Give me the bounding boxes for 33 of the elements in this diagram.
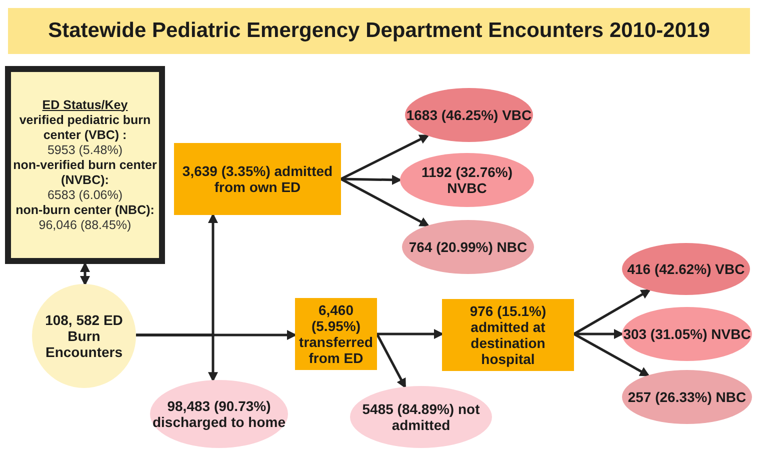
node-label: 3,639 (3.35%) admitted from own ED <box>181 162 334 196</box>
node-label: 6,460 (5.95%) transferred from ED <box>298 302 374 366</box>
key-value: 96,046 (88.45%) <box>38 218 132 232</box>
node-label: 98,483 (90.73%) discharged to home <box>151 398 287 430</box>
key-value: 5953 (5.48%) <box>47 142 123 158</box>
arrow <box>573 289 652 336</box>
arrow <box>80 262 90 286</box>
node-label: 764 (20.99%) NBC <box>408 238 528 256</box>
node-label: 1192 (32.76%) NVBC <box>420 164 514 196</box>
process-box <box>442 299 574 371</box>
node-label: 1683 (46.25%) VBC <box>406 106 532 124</box>
key-label: verified pediatric burn center (VBC) : <box>18 112 152 142</box>
arrow <box>376 333 406 389</box>
key-label: non-burn center (NBC): <box>16 202 154 218</box>
node-label: 257 (26.33%) NBC <box>628 388 746 406</box>
key-label: non-verified burn center (NVBC): <box>12 158 158 188</box>
arrow <box>573 332 650 376</box>
key-box <box>5 66 165 264</box>
arrow <box>340 178 430 227</box>
key-heading: ED Status/Key <box>42 98 128 112</box>
arrow <box>574 329 624 339</box>
arrow <box>136 330 297 340</box>
key-value: 6583 (6.06%) <box>47 188 123 202</box>
arrow <box>377 329 444 339</box>
node-label: 108, 582 ED Burn Encounters <box>44 312 124 360</box>
node-label: 976 (15.1%) admitted at destination hospital <box>468 302 548 368</box>
arrow <box>340 134 430 180</box>
title-banner: Statewide Pediatric Emergency Department Encounters 2010-2019 <box>8 8 750 54</box>
process-box <box>174 143 341 215</box>
node-label: 303 (31.05%) NVBC <box>623 326 751 342</box>
node-label: 5485 (84.89%) not admitted <box>361 400 481 434</box>
arrow <box>340 174 402 185</box>
node-label: 416 (42.62%) VBC <box>627 260 745 278</box>
